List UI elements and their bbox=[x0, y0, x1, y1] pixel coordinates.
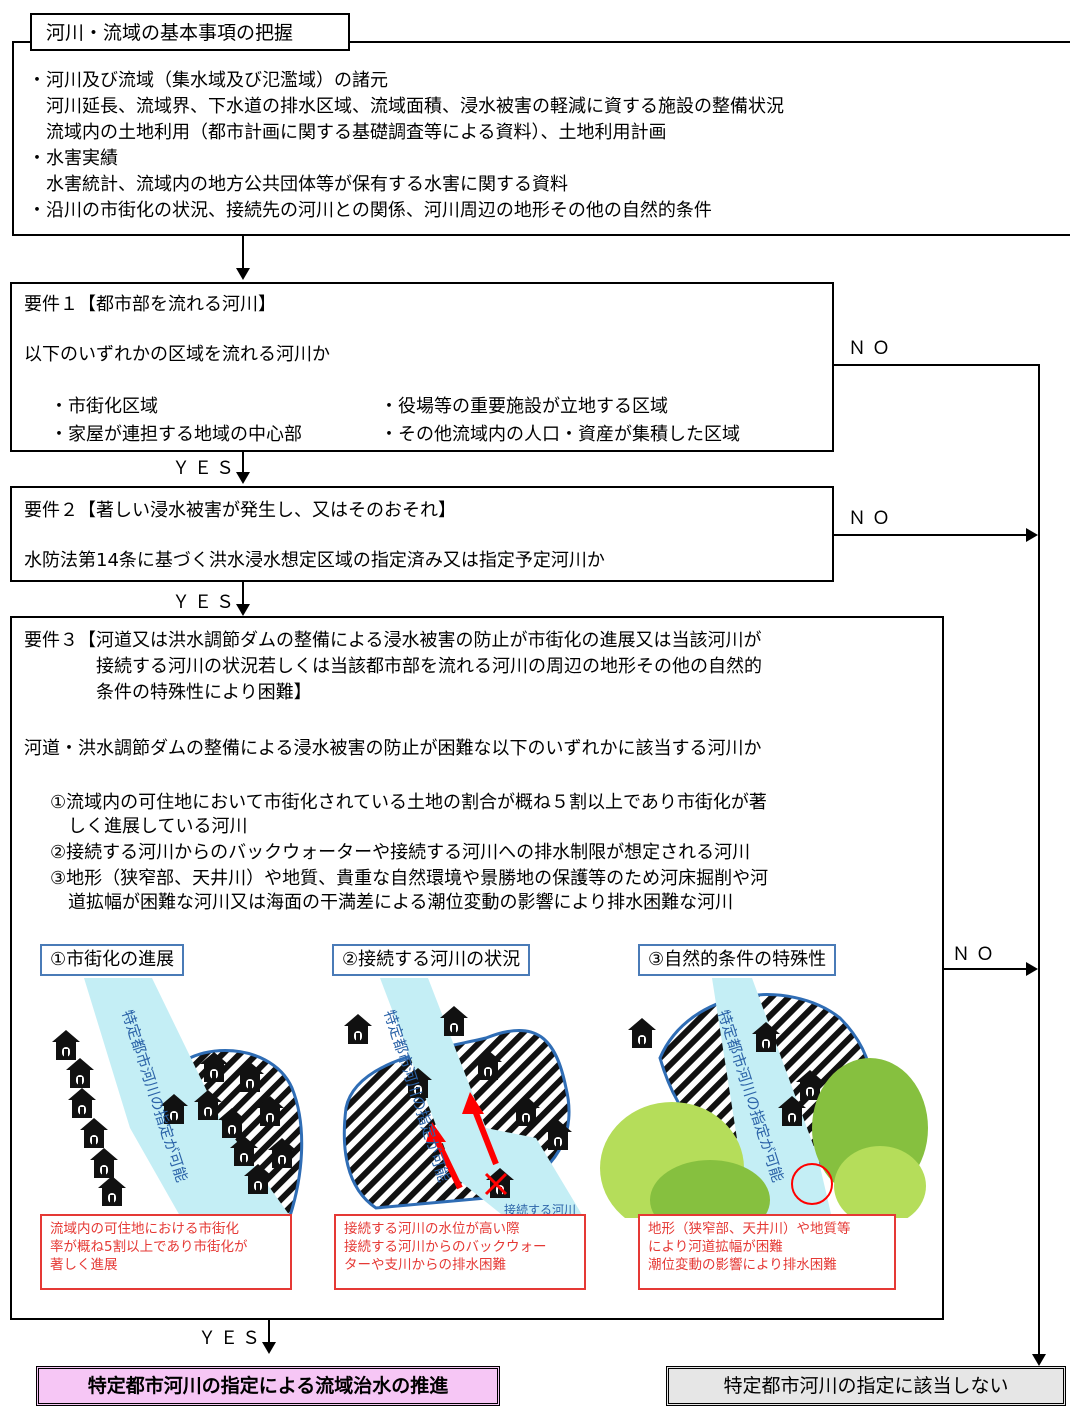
req3-title-line-2: 接続する河川の状況若しくは当該都市部を流れる河川の周辺の地形その他の自然的 bbox=[24, 656, 762, 677]
requirement-2-box bbox=[10, 486, 834, 582]
req1-item-3: ・役場等の重要施設が立地する区域 bbox=[380, 396, 668, 417]
house-icon bbox=[98, 1176, 126, 1206]
no-trunk-line bbox=[1038, 364, 1040, 1356]
header-line-3: 流域内の土地利用（都市計画に関する基礎調査等による資料）、土地利用計画 bbox=[28, 122, 667, 143]
arrow-down-icon bbox=[262, 1342, 276, 1354]
header-title: 河川・流域の基本事項の把握 bbox=[46, 22, 294, 44]
arrow-down-icon bbox=[236, 268, 250, 280]
req3-title-line-3: 条件の特殊性により困難】 bbox=[24, 682, 312, 703]
panel-1-title: ①市街化の進展 bbox=[40, 944, 185, 976]
req3-condition-3b: 道拡幅が困難な河川又は海面の干満差による潮位変動の影響により排水困難な河川 bbox=[50, 892, 734, 913]
no-label-1: ＮＯ bbox=[848, 338, 896, 359]
req1-title: 要件１【都市部を流れる河川】 bbox=[24, 294, 276, 315]
yes-label-2: ＹＥＳ bbox=[172, 592, 238, 613]
panel-3-note: 地形（狭窄部、天井川）や地質等 により河道拡幅が困難 潮位変動の影響により排水困… bbox=[638, 1214, 896, 1290]
req3-condition-1b: しく進展している河川 bbox=[50, 816, 248, 837]
arrow-down-icon bbox=[236, 604, 250, 616]
connector-req2-req3 bbox=[242, 582, 244, 606]
req2-title: 要件２【著しい浸水被害が発生し、又はそのおそれ】 bbox=[24, 500, 456, 521]
left-hill-front bbox=[650, 1160, 770, 1218]
right-hill-front bbox=[834, 1146, 926, 1218]
arrow-up-icon bbox=[462, 1092, 484, 1114]
yes-label-3: ＹＥＳ bbox=[198, 1328, 264, 1349]
house-icon bbox=[80, 1118, 108, 1148]
panel-3-title: ③自然的条件の特殊性 bbox=[638, 944, 837, 976]
req1-question: 以下のいずれかの区域を流れる河川か bbox=[24, 344, 330, 365]
req3-question: 河道・洪水調節ダムの整備による浸水被害の防止が困難な以下のいずれかに該当する河川… bbox=[24, 738, 762, 759]
arrow-up-icon bbox=[426, 1122, 446, 1142]
header-line-5: 水害統計、流域内の地方公共団体等が保有する水害に関する資料 bbox=[28, 174, 568, 195]
connector-req1-req2 bbox=[242, 452, 244, 474]
no-line-3 bbox=[944, 968, 1026, 970]
connector-header-req1 bbox=[242, 236, 244, 270]
req3-title-line-1: 要件３【河道又は洪水調節ダムの整備による浸水被害の防止が市街化の進展又は当該河川… bbox=[24, 630, 762, 651]
arrow-down-icon bbox=[236, 472, 250, 484]
header-line-1: ・河川及び流域（集水域及び氾濫域）の諸元 bbox=[28, 70, 388, 91]
req2-question: 水防法第14条に基づく洪水浸水想定区域の指定済み又は指定予定河川か bbox=[24, 550, 605, 571]
house-icon bbox=[66, 1058, 94, 1088]
header-line-4: ・水害実績 bbox=[28, 148, 118, 169]
req1-item-1: ・市街化区域 bbox=[50, 396, 158, 417]
result-positive: 特定都市河川の指定による流域治水の推進 bbox=[36, 1366, 500, 1406]
req3-condition-1: ①流域内の可住地において市街化されている土地の割合が概ね５割以上であり市街化が著 bbox=[50, 792, 767, 813]
backflow-arrow-2 bbox=[471, 1106, 499, 1166]
connecting-river-label: 接続する河川 bbox=[504, 1202, 576, 1217]
panel-2-illustration: 特定都市河川の指定が可能 接続する河川 bbox=[342, 978, 584, 1218]
result-negative: 特定都市河川の指定に該当しない bbox=[666, 1366, 1066, 1406]
panel-2-title: ②接続する河川の状況 bbox=[332, 944, 531, 976]
req3-condition-3: ③地形（狭窄部、天井川）や地質、貴重な自然環境や景勝地の保護等のため河床掘削や河 bbox=[50, 868, 769, 889]
panel-1-illustration: 特定都市河川の指定が可能 bbox=[52, 978, 304, 1218]
panel-1-note: 流域内の可住地における市街化 率が概ね5割以上であり市街化が 著しく進展 bbox=[40, 1214, 292, 1290]
panel-3-illustration: 特定都市河川の指定が可能 bbox=[600, 978, 928, 1218]
header-line-6: ・沿川の市街化の状況、接続先の河川との関係、河川周辺の地形その他の自然的条件 bbox=[28, 200, 712, 221]
backflow-arrow-1 bbox=[433, 1136, 463, 1190]
connector-req3-result bbox=[268, 1320, 270, 1344]
narrow-section-marker bbox=[791, 1163, 833, 1205]
arrow-right-icon bbox=[1026, 528, 1038, 542]
req3-condition-2: ②接続する河川からのバックウォーターや接続する河川への排水制限が想定される河川 bbox=[50, 842, 751, 863]
yes-label-1: ＹＥＳ bbox=[172, 458, 238, 479]
header-title-box: 河川・流域の基本事項の把握 bbox=[30, 13, 350, 51]
house-icon bbox=[344, 1014, 372, 1044]
house-icon bbox=[68, 1088, 96, 1118]
no-line-1 bbox=[834, 364, 1040, 366]
req1-item-2: ・家屋が連担する地域の中心部 bbox=[50, 424, 302, 445]
req1-item-4: ・その他流域内の人口・資産が集積した区域 bbox=[380, 424, 740, 445]
house-icon bbox=[52, 1030, 80, 1060]
blocked-mark-icon bbox=[484, 1172, 508, 1196]
requirement-1-box bbox=[10, 282, 834, 452]
no-label-2: ＮＯ bbox=[848, 508, 896, 529]
house-icon bbox=[440, 1006, 468, 1036]
arrow-right-icon bbox=[1026, 962, 1038, 976]
no-line-2 bbox=[834, 534, 1026, 536]
house-icon bbox=[90, 1148, 118, 1178]
arrow-down-icon bbox=[1032, 1354, 1046, 1366]
panel-2-note: 接続する河川の水位が高い際 接続する河川からのバックウォー ターや支川からの排水… bbox=[334, 1214, 586, 1290]
river bbox=[380, 978, 584, 1218]
house-icon bbox=[628, 1018, 656, 1048]
header-line-2: 河川延長、流域界、下水道の排水区域、流域面積、浸水被害の軽減に資する施設の整備状… bbox=[28, 96, 784, 117]
no-label-3: ＮＯ bbox=[952, 944, 1000, 965]
